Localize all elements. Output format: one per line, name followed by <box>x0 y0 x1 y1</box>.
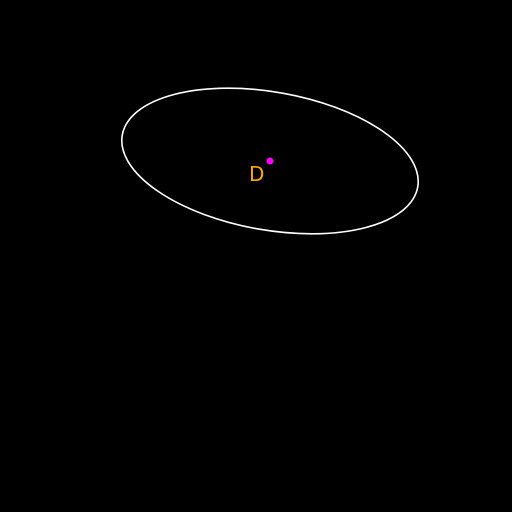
point-d-dot <box>266 157 274 165</box>
point-d-label: D <box>249 162 264 186</box>
ellipse <box>120 87 420 235</box>
